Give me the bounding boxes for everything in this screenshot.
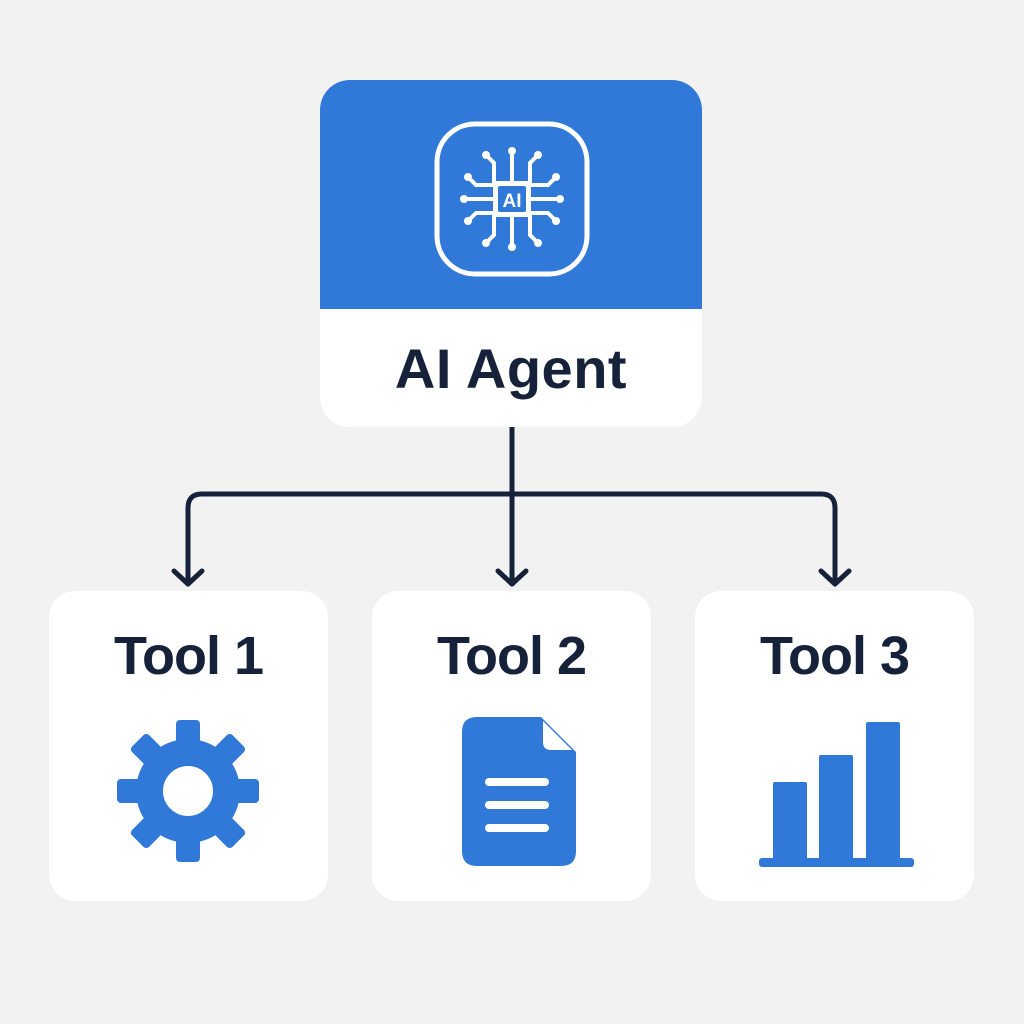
connector-branch-right [509,491,838,587]
arrowhead-tool-1 [171,568,205,587]
ai-chip-label: AI [503,191,522,212]
tool-1-label: Tool 1 [114,626,264,686]
arrowhead-tool-2 [495,568,529,587]
arrowhead-tool-3 [818,568,852,587]
tool-3-label: Tool 3 [760,626,910,686]
tool-card-2: Tool 2 [372,591,651,901]
agent-header: AI [320,80,702,309]
tool-card-1: Tool 1 [49,591,328,901]
tool-card-3: Tool 3 [695,591,974,901]
bar-chart-icon [759,722,914,867]
agent-title: AI Agent [394,336,628,400]
ai-chip-icon: AI [434,121,590,277]
gear-icon [117,720,259,862]
agent-card: AI AI Agent [320,80,702,427]
connector-branch-left [185,491,515,587]
tool-2-label: Tool 2 [437,626,587,686]
document-icon [462,717,576,866]
